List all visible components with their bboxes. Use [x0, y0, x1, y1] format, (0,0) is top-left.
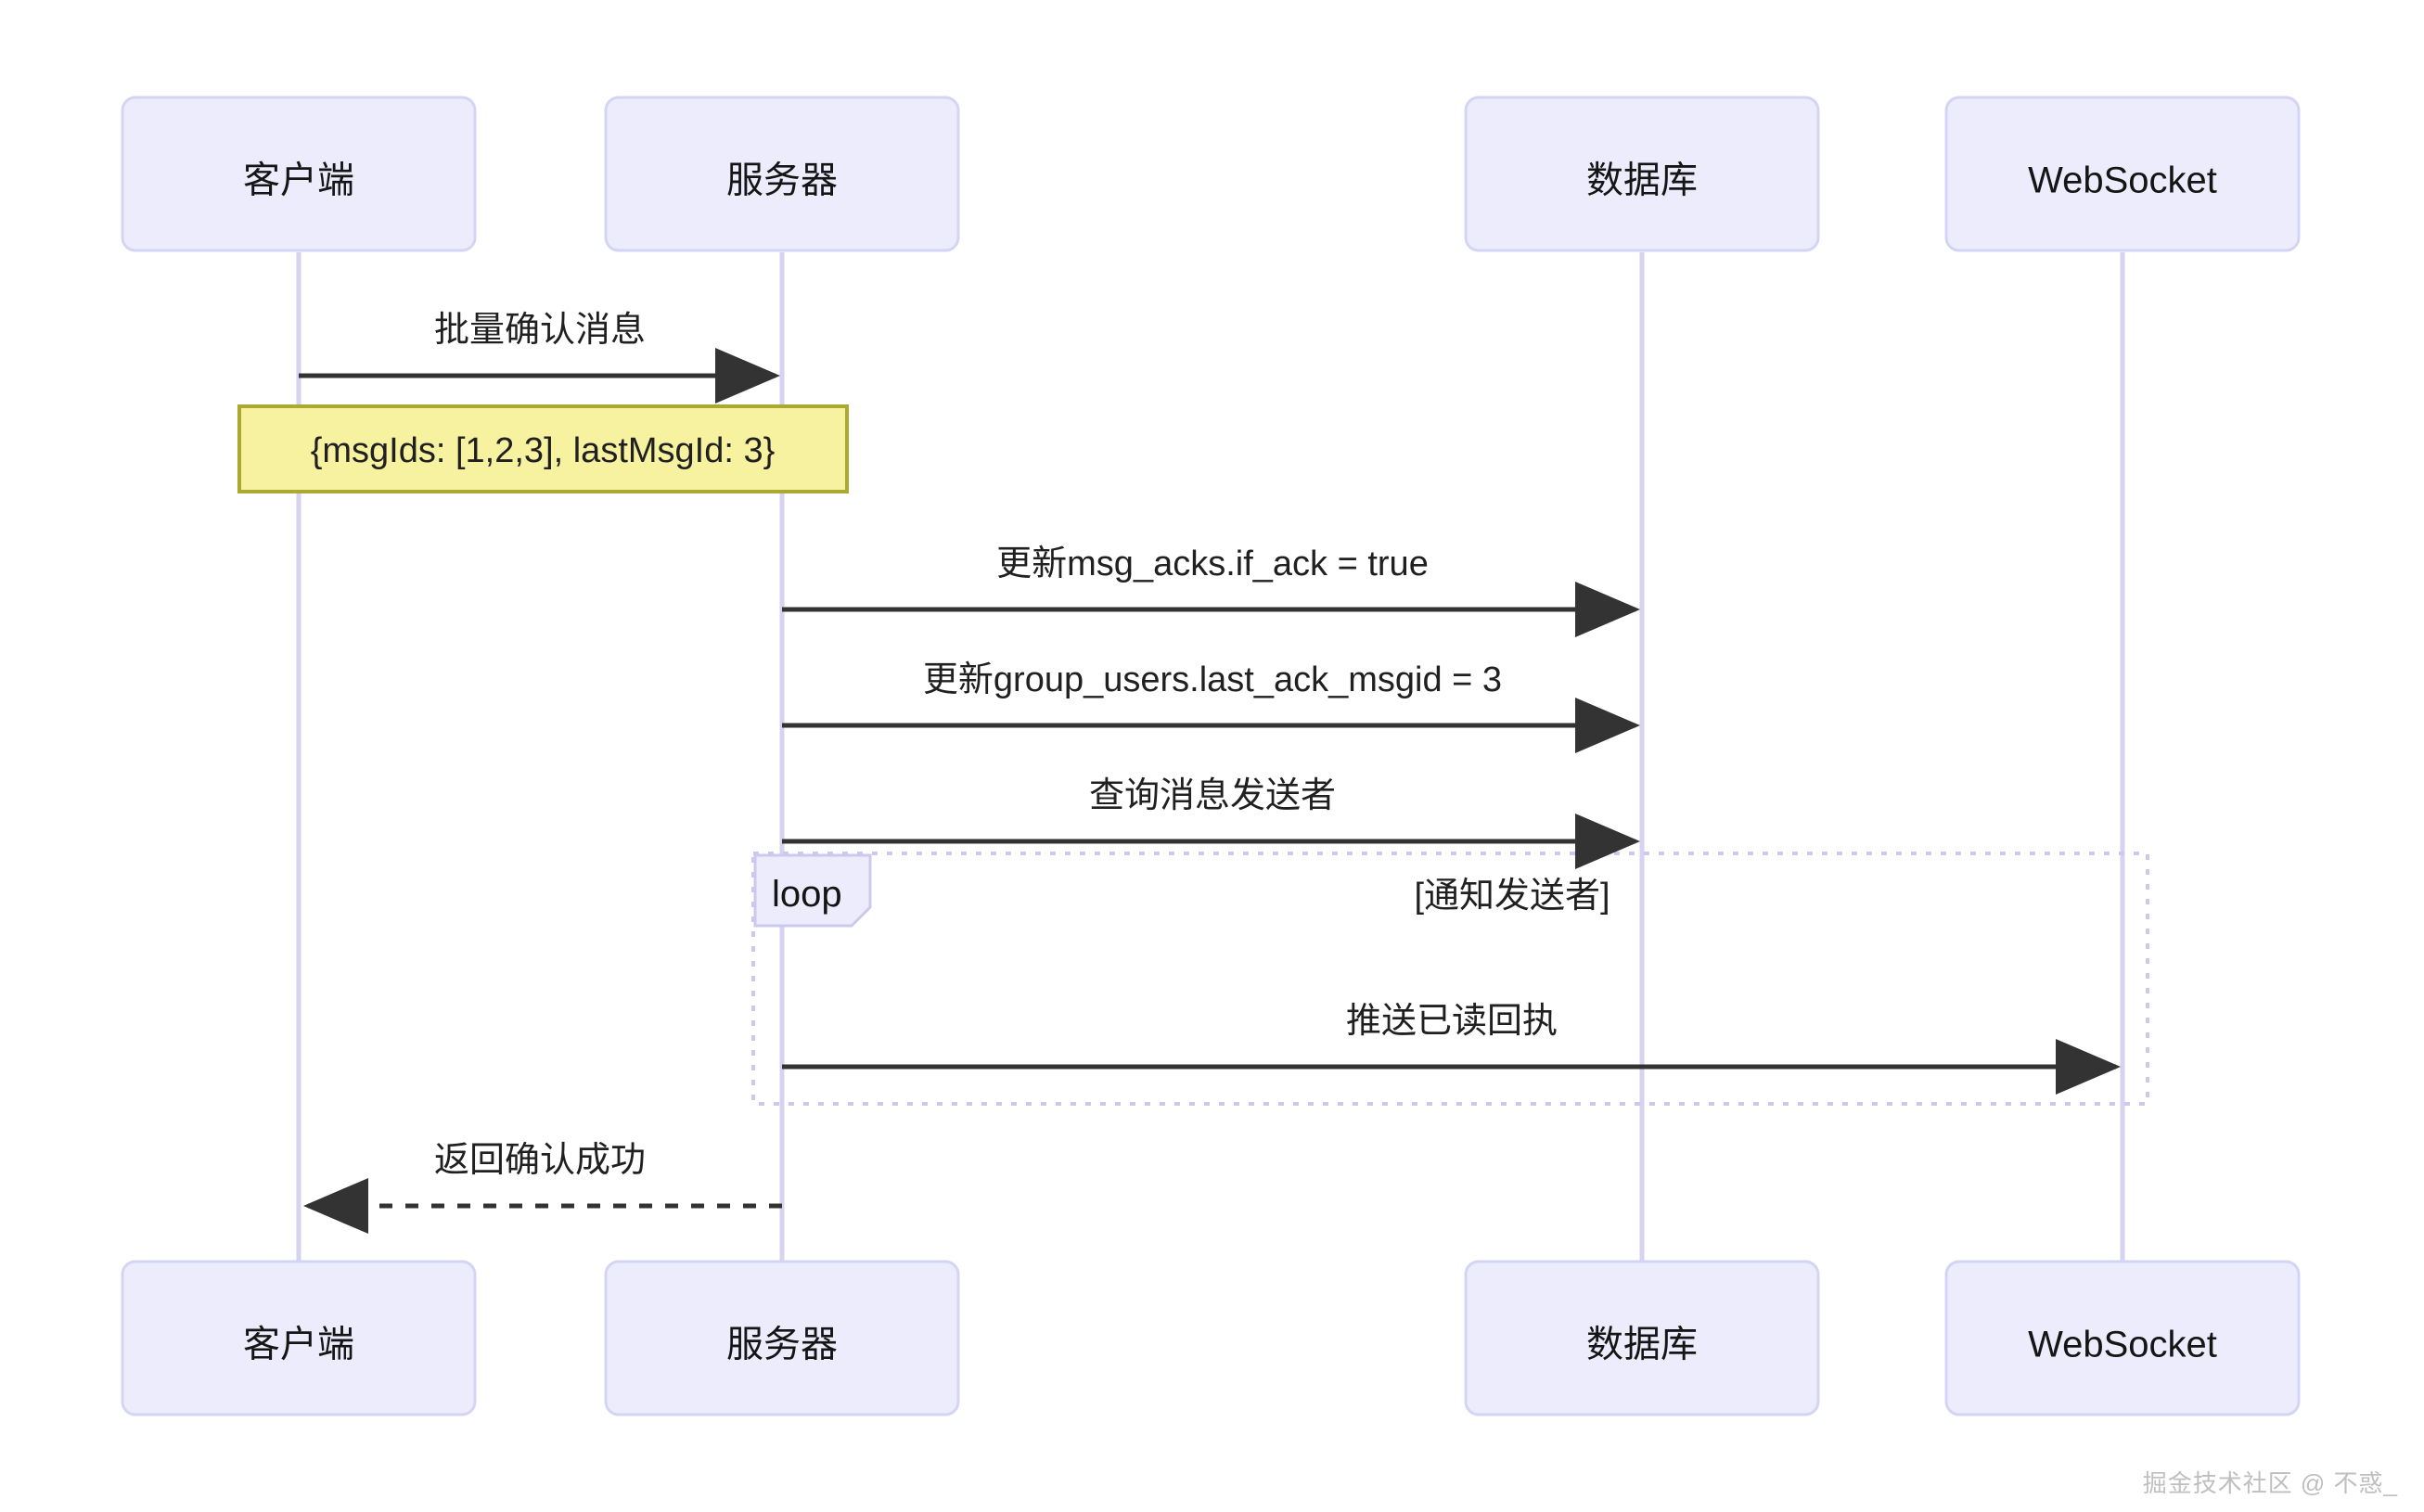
participant-server-top[interactable]: 服务器: [604, 96, 960, 252]
message-label: 批量确认消息: [434, 311, 646, 350]
watermark: 掘金技术社区 @ 不惑_: [2142, 1469, 2398, 1497]
participant-box[interactable]: [1944, 1260, 2301, 1416]
participant-label: WebSocket: [2028, 160, 2217, 201]
participant-client-bottom[interactable]: 客户端: [121, 1260, 477, 1416]
participant-label: 服务器: [726, 1325, 838, 1365]
message-label: 推送已读回执: [1346, 1002, 1558, 1041]
participant-box[interactable]: [604, 96, 960, 252]
loop-frame-border: [751, 852, 2149, 1106]
participant-server-bottom[interactable]: 服务器: [604, 1260, 960, 1416]
participants-top: 客户端 服务器 数据库 WebSocket: [121, 96, 2301, 252]
loop-tab-shape: [753, 853, 872, 928]
participant-websocket-bottom[interactable]: WebSocket: [1944, 1260, 2301, 1416]
participant-label: 数据库: [1586, 1325, 1698, 1365]
note-payload-note: {msgIds: [1,2,3], lastMsgId: 3}: [237, 404, 849, 493]
participant-database-bottom[interactable]: 数据库: [1464, 1260, 1820, 1416]
participant-label: 数据库: [1586, 160, 1698, 201]
participant-label: 服务器: [726, 160, 838, 201]
participant-label: 客户端: [243, 1325, 354, 1365]
message-6: 返回确认成功: [303, 1141, 782, 1234]
message-label: 更新msg_acks.if_ack = true: [996, 545, 1429, 583]
message-4: 查询消息发送者: [782, 776, 1640, 869]
participant-label: WebSocket: [2028, 1325, 2217, 1365]
participant-box[interactable]: [121, 96, 477, 252]
message-2: 更新msg_acks.if_ack = true: [782, 545, 1640, 637]
participant-box[interactable]: [1464, 96, 1820, 252]
note-text: {msgIds: [1,2,3], lastMsgId: 3}: [311, 431, 776, 470]
participant-box[interactable]: [121, 1260, 477, 1416]
loop-condition-label: [通知发送者]: [1414, 877, 1610, 916]
participant-box[interactable]: [604, 1260, 960, 1416]
message-label: 返回确认成功: [434, 1141, 646, 1180]
messages: 批量确认消息 {msgIds: [1,2,3], lastMsgId: 3} 更…: [237, 311, 2121, 1234]
fragment-loop-notify-sender: loop [通知发送者]: [751, 852, 2149, 1106]
message-3: 更新group_users.last_ack_msgid = 3: [782, 660, 1640, 753]
participant-box[interactable]: [1464, 1260, 1820, 1416]
participant-client-top[interactable]: 客户端: [121, 96, 477, 252]
message-5: 推送已读回执: [782, 1002, 2121, 1095]
message-1: 批量确认消息: [299, 311, 780, 404]
note-box: [237, 404, 849, 493]
lifelines: [296, 252, 2125, 1262]
participant-websocket-top[interactable]: WebSocket: [1944, 96, 2301, 252]
participants-bottom: 客户端 服务器 数据库 WebSocket: [121, 1260, 2301, 1416]
participant-database-top[interactable]: 数据库: [1464, 96, 1820, 252]
loop-tab-label: loop: [772, 874, 842, 915]
participant-label: 客户端: [243, 160, 354, 201]
message-label: 查询消息发送者: [1089, 776, 1336, 815]
participant-box[interactable]: [1944, 96, 2301, 252]
message-label: 更新group_users.last_ack_msgid = 3: [923, 660, 1502, 699]
